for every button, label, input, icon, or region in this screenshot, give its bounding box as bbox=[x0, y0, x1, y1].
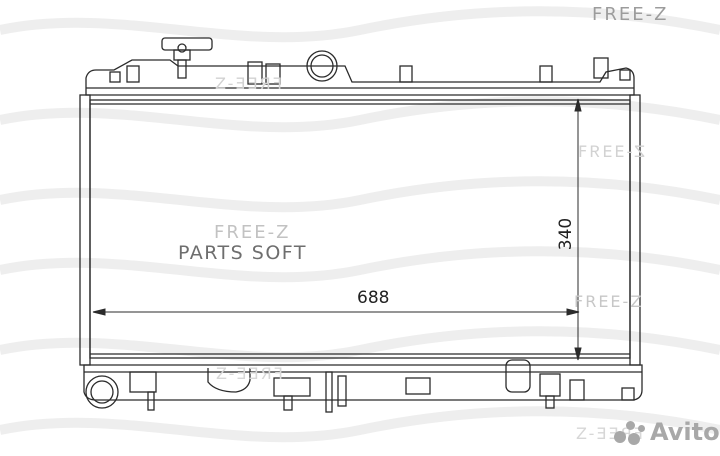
right-side-plate bbox=[629, 94, 641, 366]
filler-cap bbox=[161, 37, 213, 79]
avito-badge: Avito bbox=[612, 418, 720, 446]
brand-watermark-bottom-right: Z-ƎƎЯꟻ bbox=[576, 424, 645, 443]
upper-tank bbox=[85, 59, 635, 96]
brand-watermark-right: FREE-Z bbox=[574, 292, 644, 311]
brand-watermark-center: FREE-Z bbox=[214, 222, 291, 243]
upper-inlet-pipe bbox=[306, 50, 338, 82]
parts-soft-label: PARTS SOFT bbox=[178, 242, 307, 264]
wave-background bbox=[0, 6, 720, 443]
brand-watermark-top: FREE-Z bbox=[592, 4, 669, 25]
brand-watermark-right-mirrored: Z-ƎƎЯꟻ bbox=[576, 142, 645, 161]
radiator-core bbox=[89, 99, 631, 359]
lower-outlet-pipe bbox=[85, 375, 119, 409]
dimension-lines bbox=[92, 98, 582, 361]
lower-tank bbox=[83, 364, 643, 401]
avito-wordmark: Avito bbox=[650, 418, 720, 446]
width-dimension-label: 688 bbox=[357, 288, 390, 308]
lower-mount-brackets bbox=[129, 359, 635, 413]
avito-logo-icon bbox=[612, 419, 646, 445]
brand-watermark-bottom: Z-ƎƎЯꟻ bbox=[216, 364, 285, 383]
upper-mount-brackets bbox=[109, 57, 631, 85]
left-side-plate bbox=[79, 94, 91, 366]
lower-tank-boss bbox=[207, 368, 251, 393]
brand-watermark-upper-left: Z-ƎƎЯꟻ bbox=[215, 74, 284, 93]
height-dimension-label: 340 bbox=[556, 217, 577, 251]
